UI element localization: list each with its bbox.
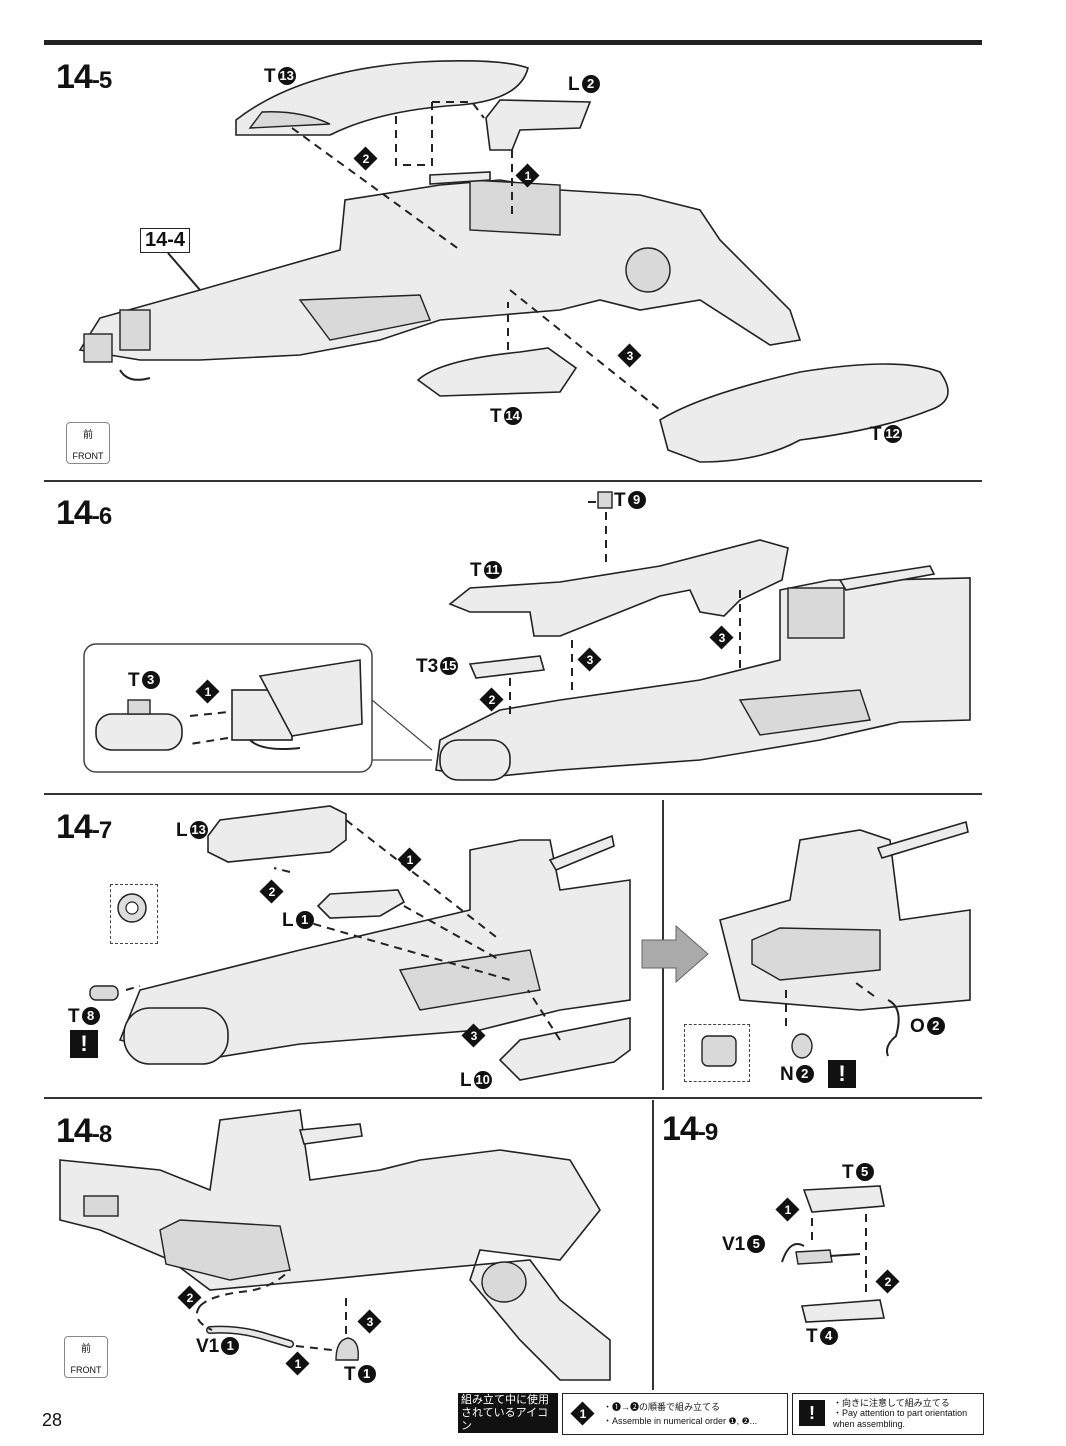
legend-attn-en: ・Pay attention to part orientation when … <box>833 1408 968 1429</box>
order-mark-2: 2 <box>875 1269 900 1294</box>
step-number-14-5: 14-5 <box>56 58 112 96</box>
step-number-14-7: 14-7 <box>56 808 112 846</box>
order-mark-1: 1 <box>515 163 540 188</box>
order-mark-1: 1 <box>775 1197 800 1222</box>
warning-icon: ! <box>799 1400 825 1426</box>
order-mark-3: 3 <box>461 1023 486 1048</box>
order-mark-3: 3 <box>617 343 642 368</box>
step-14-9-drawing <box>781 1185 885 1323</box>
top-rule <box>44 40 982 45</box>
order-mark-1: 1 <box>195 679 220 704</box>
step-14-6-drawing <box>83 491 971 781</box>
page-number: 28 <box>42 1410 63 1430</box>
order-mark-2: 2 <box>353 146 378 171</box>
order-mark-3: 3 <box>577 647 602 672</box>
detail-inset <box>684 1024 750 1082</box>
order-mark-3: 3 <box>357 1309 382 1334</box>
order-mark-2: 2 <box>177 1285 202 1310</box>
step-number-14-9: 14-9 <box>662 1110 718 1148</box>
divider-6-7 <box>44 793 982 795</box>
reference-box: 14-4 <box>140 228 191 253</box>
step-14-8-drawing <box>59 1109 611 1381</box>
legend-order-en: ・Assemble in numerical order ❶, ❷... <box>603 1416 758 1426</box>
order-mark-1: 1 <box>285 1351 310 1376</box>
legend-title: 組み立て中に使用されているアイコン Symbols used in instru… <box>458 1393 558 1443</box>
legend-order-jp: ・❶→❷の順番で組み立てる <box>603 1402 721 1412</box>
order-mark-1: 1 <box>570 1401 595 1426</box>
legend-attn-jp: ・向きに注意して組み立てる <box>833 1398 950 1408</box>
step-number-14-6: 14-6 <box>56 494 112 532</box>
divider-5-6 <box>44 480 982 482</box>
detail-inset <box>110 884 158 944</box>
legend-attention: ! ・向きに注意して組み立てる ・Pay attention to part o… <box>792 1393 984 1435</box>
step-number-14-8: 14-8 <box>56 1112 112 1150</box>
order-mark-1: 1 <box>397 847 422 872</box>
divider-8-9 <box>652 1100 654 1390</box>
warning-icon: ! <box>70 1030 98 1058</box>
order-mark-3: 3 <box>709 625 734 650</box>
divider-7-8 <box>44 1097 982 1099</box>
step-14-5-drawing <box>78 60 949 463</box>
step-14-7-drawing <box>89 805 971 1081</box>
warning-icon: ! <box>828 1060 856 1088</box>
order-mark-2: 2 <box>259 879 284 904</box>
legend-order: 1 ・❶→❷の順番で組み立てる ・Assemble in numerical o… <box>562 1393 788 1435</box>
order-mark-2: 2 <box>479 687 504 712</box>
